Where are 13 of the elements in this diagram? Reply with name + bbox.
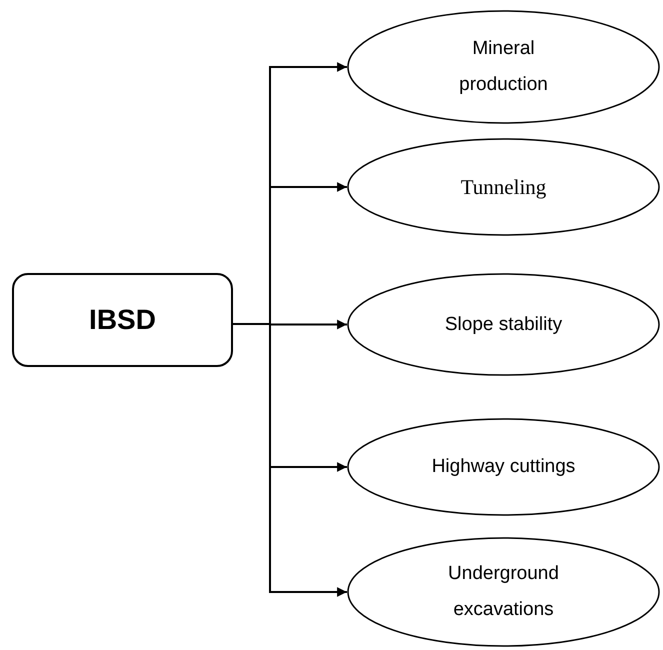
node-label: Mineral production	[458, 37, 549, 97]
ellipse-node	[347, 418, 660, 516]
node-label: Slope stability	[444, 312, 562, 336]
rounded-box	[12, 273, 233, 367]
node-label: Highway cuttings	[432, 455, 576, 479]
ellipse-node	[347, 138, 660, 236]
node-label: IBSD	[89, 303, 156, 337]
node-label: Underground excavations	[447, 562, 560, 622]
ellipse-node	[347, 10, 660, 124]
ellipse-node	[347, 537, 660, 647]
connector-arrow	[233, 323, 347, 597]
ellipse-node	[347, 273, 660, 376]
node-label: Tunneling	[460, 174, 546, 201]
